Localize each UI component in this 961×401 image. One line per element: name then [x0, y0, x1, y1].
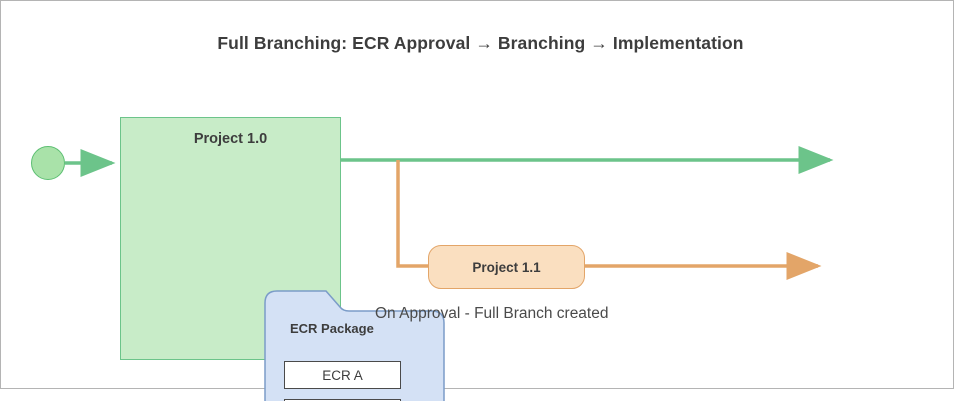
ecr-package-label: ECR Package	[290, 321, 374, 336]
list-item[interactable]: ECR A	[284, 361, 401, 389]
start-node-circle[interactable]	[31, 146, 65, 180]
connector-branch-drop	[396, 160, 428, 268]
project-main-container[interactable]: Project 1.0 ECR Package ECR A ECR B	[120, 117, 445, 401]
page-title: Full Branching: ECR Approval → Branching…	[217, 33, 744, 53]
project-main-label: Project 1.0	[193, 131, 268, 147]
project-branch-node[interactable]: Project 1.1	[428, 245, 585, 289]
ecr-package-folder[interactable]: ECR Package ECR A ECR B	[264, 290, 445, 401]
branch-caption-label: On Approval - Full Branch created	[375, 305, 609, 322]
list-item[interactable]: ECR B	[284, 399, 401, 401]
